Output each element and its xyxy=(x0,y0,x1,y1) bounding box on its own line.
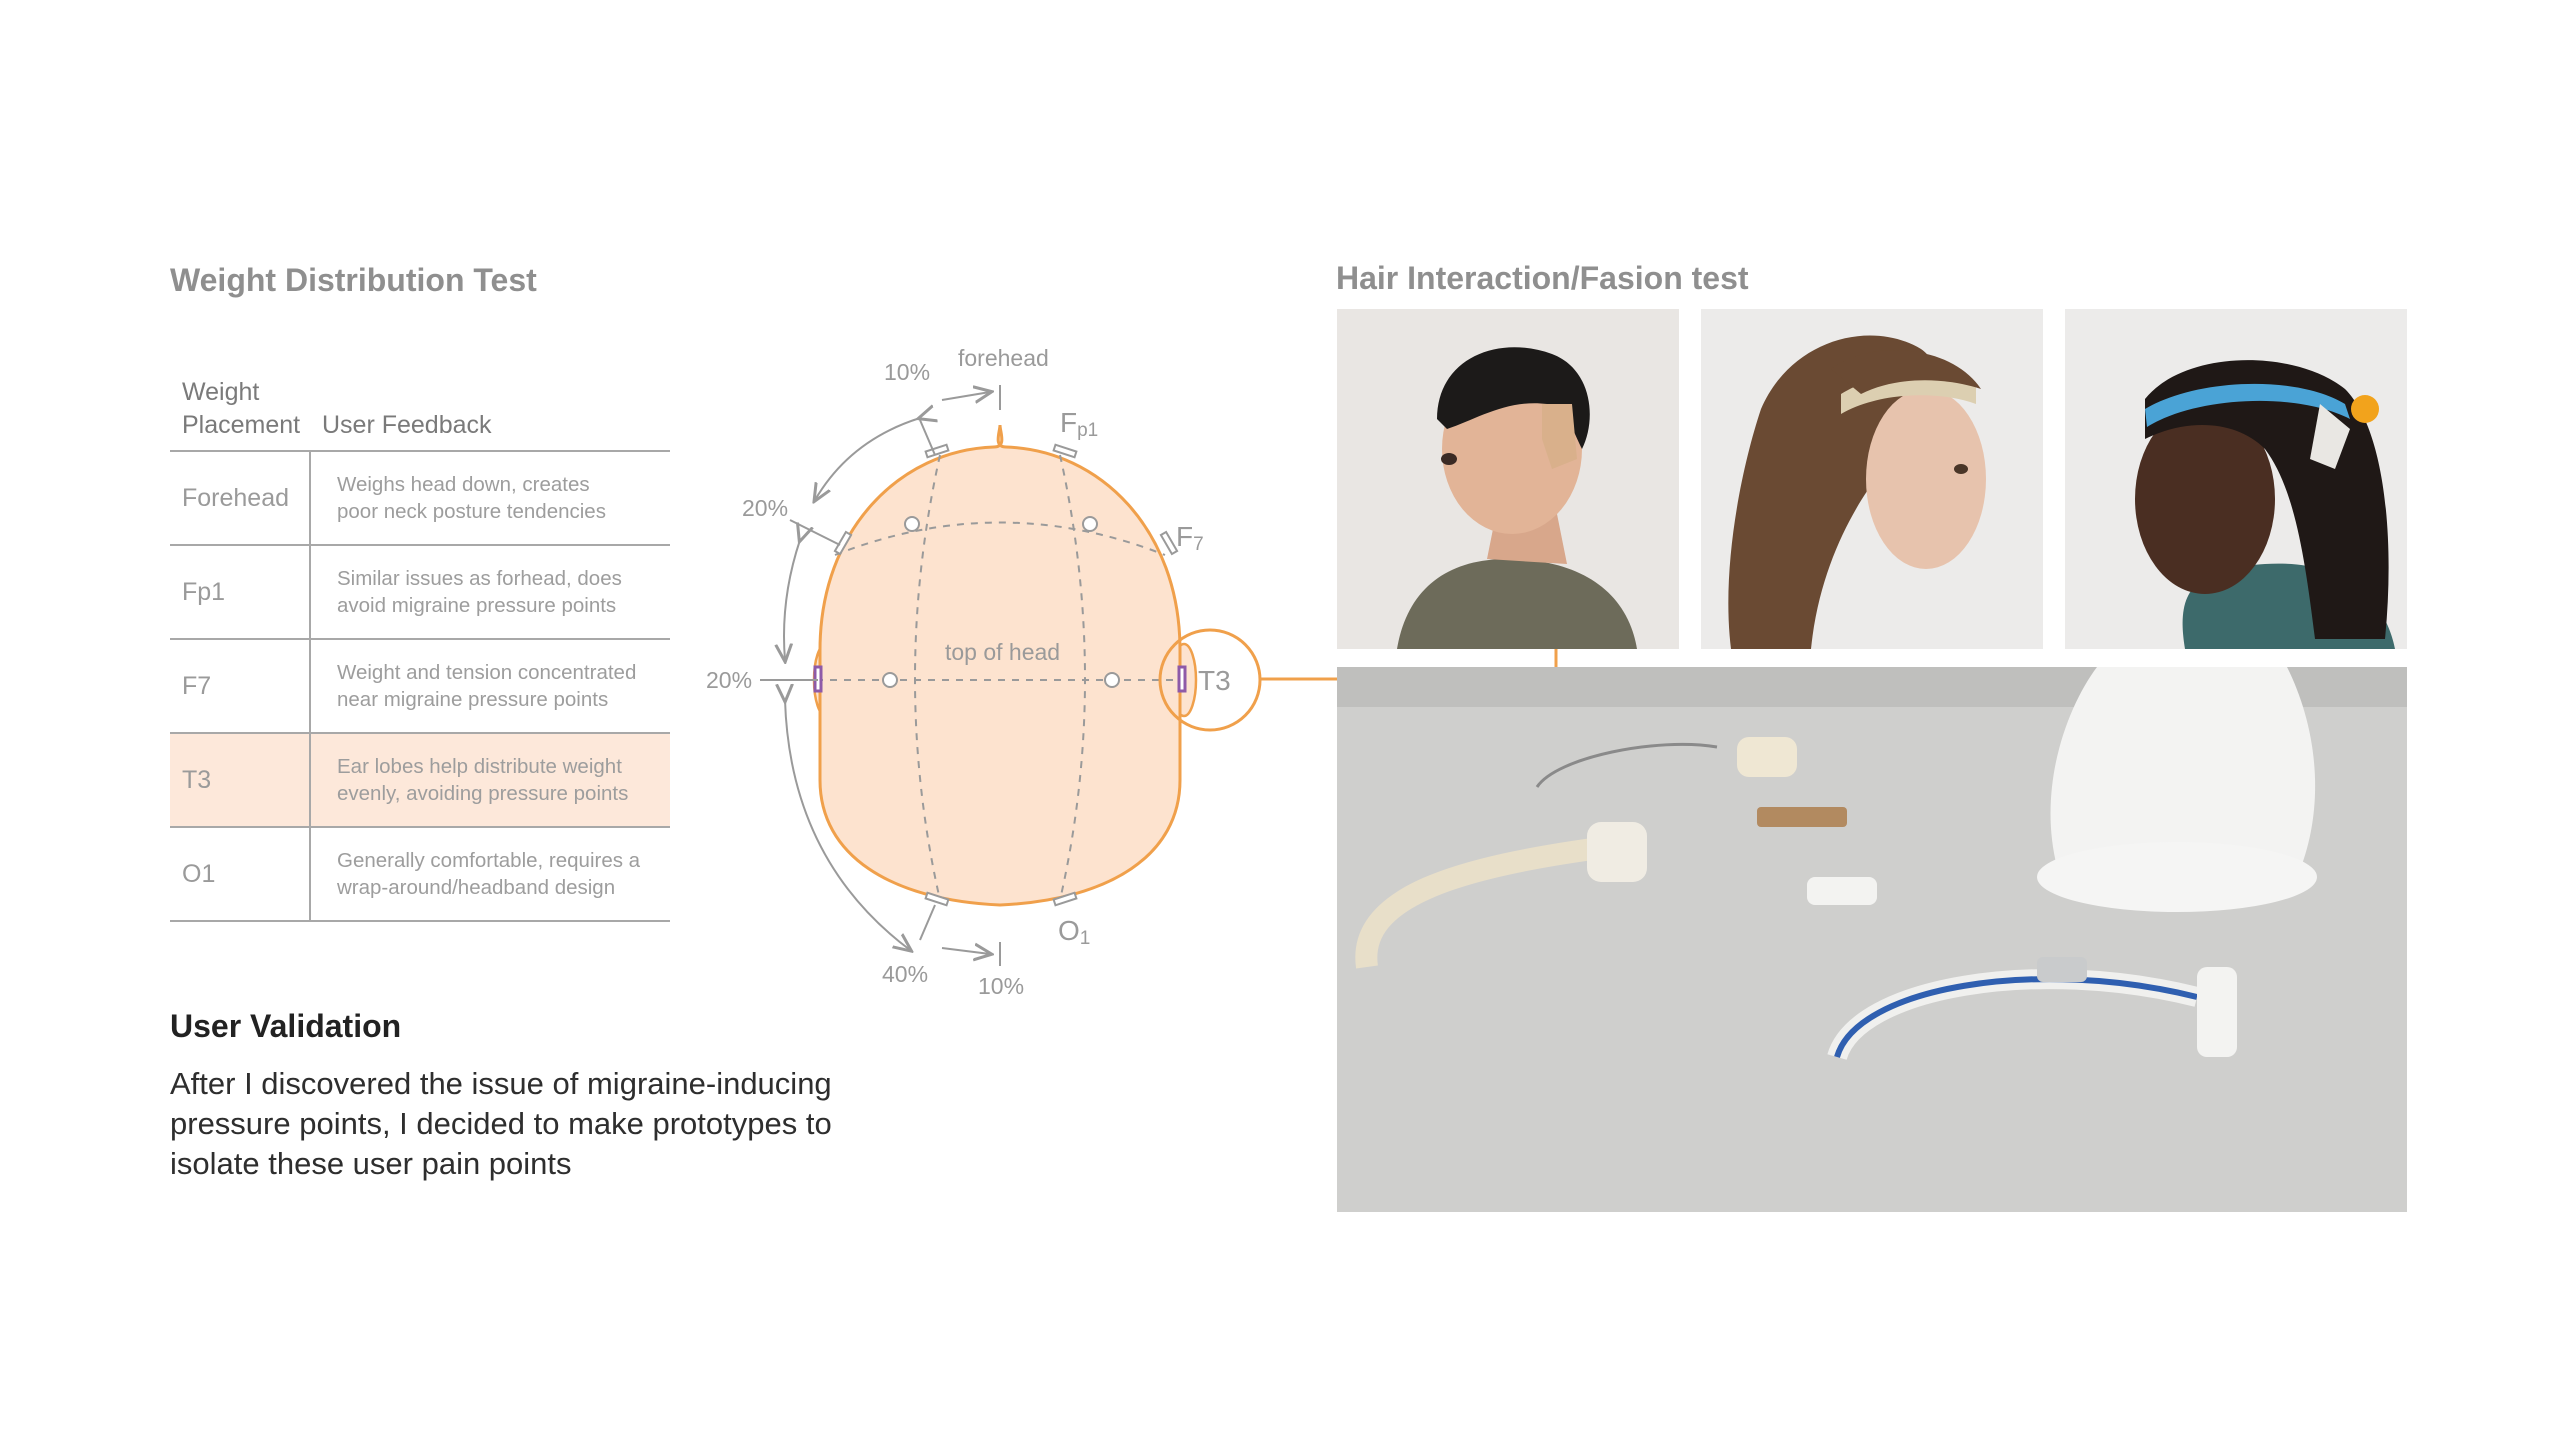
label-percent-bottom: 10% xyxy=(978,973,1024,999)
feedback-cell: Weight and tension concentrated near mig… xyxy=(310,638,670,733)
placement-cell: T3 xyxy=(170,732,311,827)
label-percent-side: 20% xyxy=(706,667,752,693)
feedback-cell: Ear lobes help distribute weight evenly,… xyxy=(310,732,670,827)
feedback-cell: Generally comfortable, requires a wrap-a… xyxy=(310,826,670,922)
table-row: Fp1 Similar issues as forhead, does avoi… xyxy=(170,544,670,639)
head-electrode-diagram: forehead top of head Fp1 F7 T3 O1 10% 20… xyxy=(706,345,1262,999)
feedback-cell: Similar issues as forhead, does avoid mi… xyxy=(310,544,670,639)
label-o1-main: O xyxy=(1058,915,1080,946)
label-percent-top: 10% xyxy=(884,359,930,385)
label-o1: O1 xyxy=(1058,915,1090,949)
table-row-highlighted: T3 Ear lobes help distribute weight even… xyxy=(170,732,670,827)
hair-section-title: Hair Interaction/Fasion test xyxy=(1336,260,1749,296)
label-percent-lower: 40% xyxy=(882,961,928,987)
label-percent-upper: 20% xyxy=(742,495,788,521)
label-top-of-head: top of head xyxy=(945,639,1060,665)
header-placement-label: Weight Placement xyxy=(182,378,301,439)
feedback-cell: Weighs head down, creates poor neck post… xyxy=(310,450,670,545)
weight-section-title: Weight Distribution Test xyxy=(170,262,537,298)
label-fp1: Fp1 xyxy=(1060,407,1098,441)
table-row: Forehead Weighs head down, creates poor … xyxy=(170,450,670,545)
header-feedback-label: User Feedback xyxy=(322,411,492,439)
label-fp1-sub: p1 xyxy=(1077,420,1098,441)
electrode-t3 xyxy=(1177,665,1187,693)
placement-cell: Fp1 xyxy=(170,544,311,639)
photo-person-1 xyxy=(1337,309,1679,649)
header-placement: Weight Placement xyxy=(170,376,310,451)
photo-prototypes-table xyxy=(1337,667,2407,1212)
label-forehead: forehead xyxy=(958,345,1049,371)
head-outline xyxy=(818,424,1182,907)
photo-person-3 xyxy=(2065,309,2407,649)
header-feedback: User Feedback xyxy=(310,376,670,451)
label-t3: T3 xyxy=(1198,665,1231,696)
table-row: O1 Generally comfortable, requires a wra… xyxy=(170,826,670,922)
placement-cell: Forehead xyxy=(170,450,311,545)
table-row: F7 Weight and tension concentrated near … xyxy=(170,638,670,733)
photo-person-2 xyxy=(1701,309,2043,649)
validation-body: After I discovered the issue of migraine… xyxy=(170,1066,832,1181)
validation-title: User Validation xyxy=(170,1008,402,1044)
table-header-row: Weight Placement User Feedback xyxy=(170,376,670,451)
label-o1-sub: 1 xyxy=(1080,928,1091,949)
label-fp1-main: F xyxy=(1060,407,1077,438)
label-f7: F7 xyxy=(1176,521,1204,555)
label-f7-sub: 7 xyxy=(1193,534,1204,555)
electrode-nodes xyxy=(882,516,1120,688)
weight-placement-table: Weight Placement User Feedback Forehead … xyxy=(170,376,670,922)
placement-cell: F7 xyxy=(170,638,311,733)
placement-cell: O1 xyxy=(170,826,311,922)
percent-arrows xyxy=(760,385,1001,966)
label-f7-main: F xyxy=(1176,521,1193,552)
